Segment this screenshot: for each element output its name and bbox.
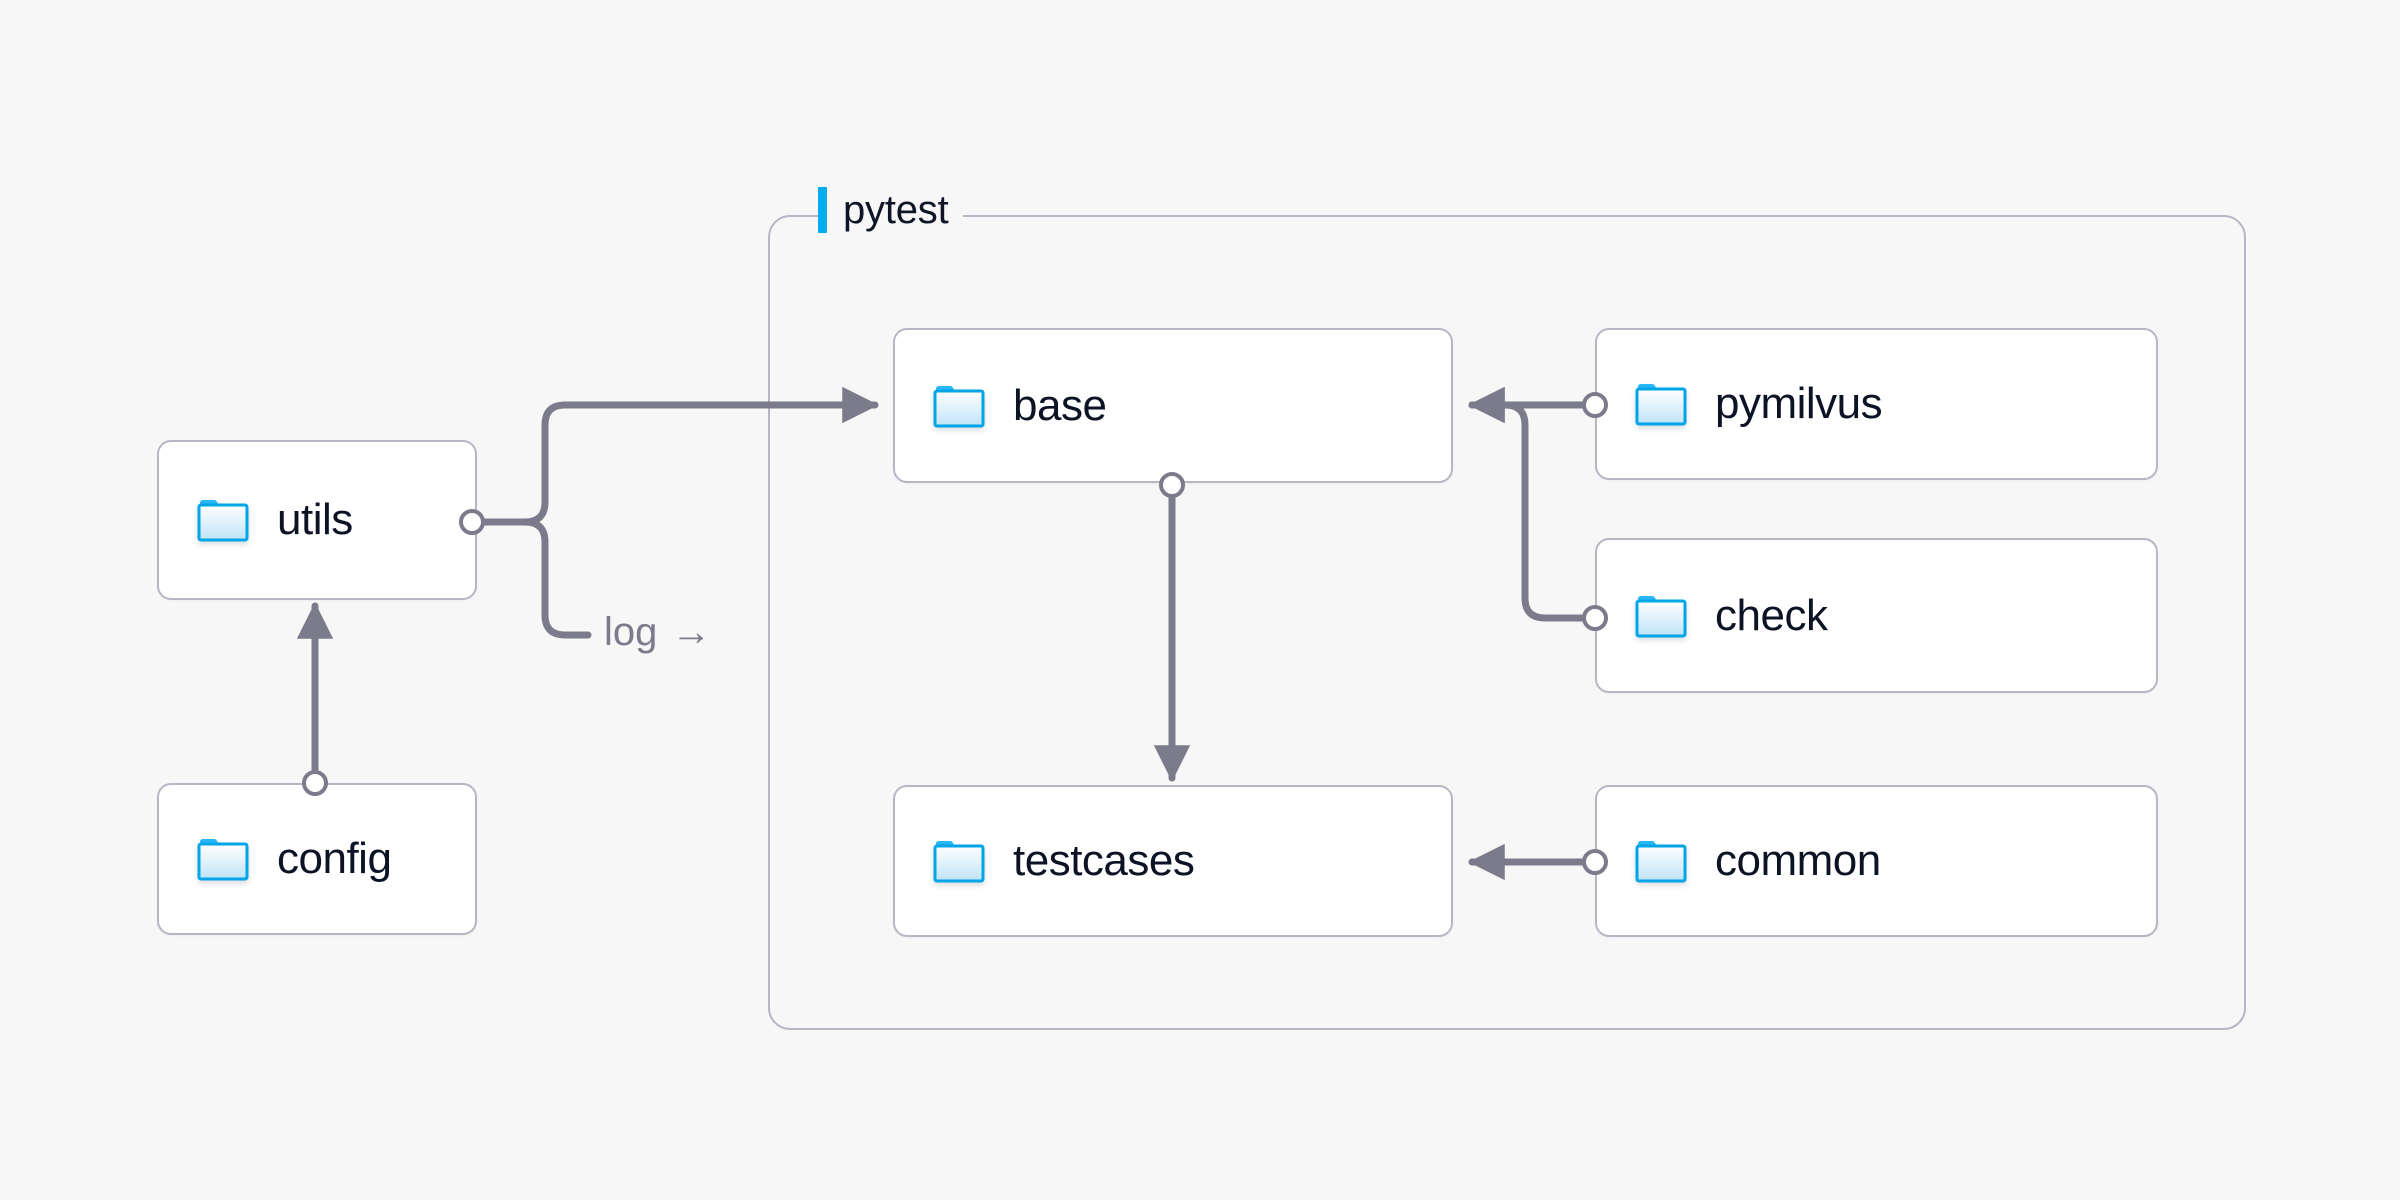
- handle-common-left[interactable]: [1582, 849, 1608, 875]
- node-testcases-label: testcases: [1013, 836, 1195, 885]
- node-common-label: common: [1715, 836, 1881, 885]
- arrow-right-icon: →: [671, 610, 712, 654]
- folder-icon: [933, 841, 985, 883]
- node-utils-label: utils: [277, 495, 353, 544]
- handle-pymilvus-left[interactable]: [1582, 392, 1608, 418]
- node-pymilvus[interactable]: pymilvus: [1595, 328, 2158, 480]
- handle-config-top[interactable]: [302, 770, 328, 796]
- node-check[interactable]: check: [1595, 538, 2158, 693]
- handle-check-left[interactable]: [1582, 605, 1608, 631]
- node-common-content: common: [1597, 838, 1881, 884]
- node-base-label: base: [1013, 380, 1107, 430]
- group-pytest-label-text: pytest: [843, 188, 949, 232]
- node-check-label: check: [1715, 590, 1828, 640]
- folder-icon: [1635, 595, 1687, 637]
- node-pymilvus-label: pymilvus: [1715, 379, 1883, 428]
- handle-base-bottom[interactable]: [1159, 472, 1185, 498]
- group-accent-bar: [818, 187, 827, 233]
- folder-icon: [197, 839, 249, 881]
- folder-icon: [1635, 384, 1687, 426]
- node-testcases-content: testcases: [895, 836, 1195, 885]
- edge-label-log-text: log: [604, 610, 658, 654]
- node-utils[interactable]: utils: [157, 440, 477, 600]
- node-config-content: config: [159, 834, 392, 883]
- node-base-content: base: [895, 380, 1107, 430]
- node-config-label: config: [277, 834, 392, 883]
- group-pytest-label: pytest: [818, 185, 963, 235]
- folder-icon: [197, 500, 249, 542]
- node-check-content: check: [1597, 590, 1828, 640]
- node-config[interactable]: config: [157, 783, 477, 935]
- group-pytest[interactable]: [768, 215, 2246, 1030]
- folder-icon: [933, 385, 985, 427]
- node-testcases[interactable]: testcases: [893, 785, 1453, 937]
- folder-icon: [1635, 841, 1687, 883]
- node-common[interactable]: common: [1595, 785, 2158, 937]
- edge-label-log[interactable]: log →: [604, 612, 711, 652]
- node-base[interactable]: base: [893, 328, 1453, 483]
- edge-utils-log: [481, 518, 592, 639]
- handle-utils-right[interactable]: [459, 509, 485, 535]
- node-pymilvus-content: pymilvus: [1597, 379, 1883, 428]
- node-utils-content: utils: [159, 497, 353, 543]
